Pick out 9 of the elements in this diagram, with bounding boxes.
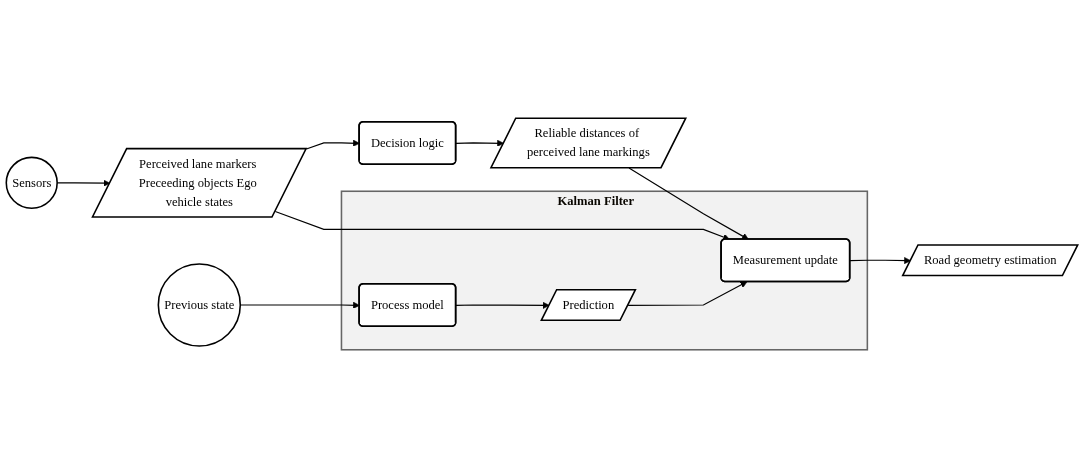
- arrow: [455, 301, 550, 309]
- arrow: [305, 139, 360, 150]
- node-circle: Sensors: [5, 156, 58, 210]
- arrow: [628, 167, 749, 240]
- arrow: [274, 210, 730, 241]
- arrow: [455, 139, 505, 147]
- arrow: [849, 257, 912, 264]
- node-circle: Previous state: [157, 263, 242, 347]
- arrow: [627, 281, 748, 306]
